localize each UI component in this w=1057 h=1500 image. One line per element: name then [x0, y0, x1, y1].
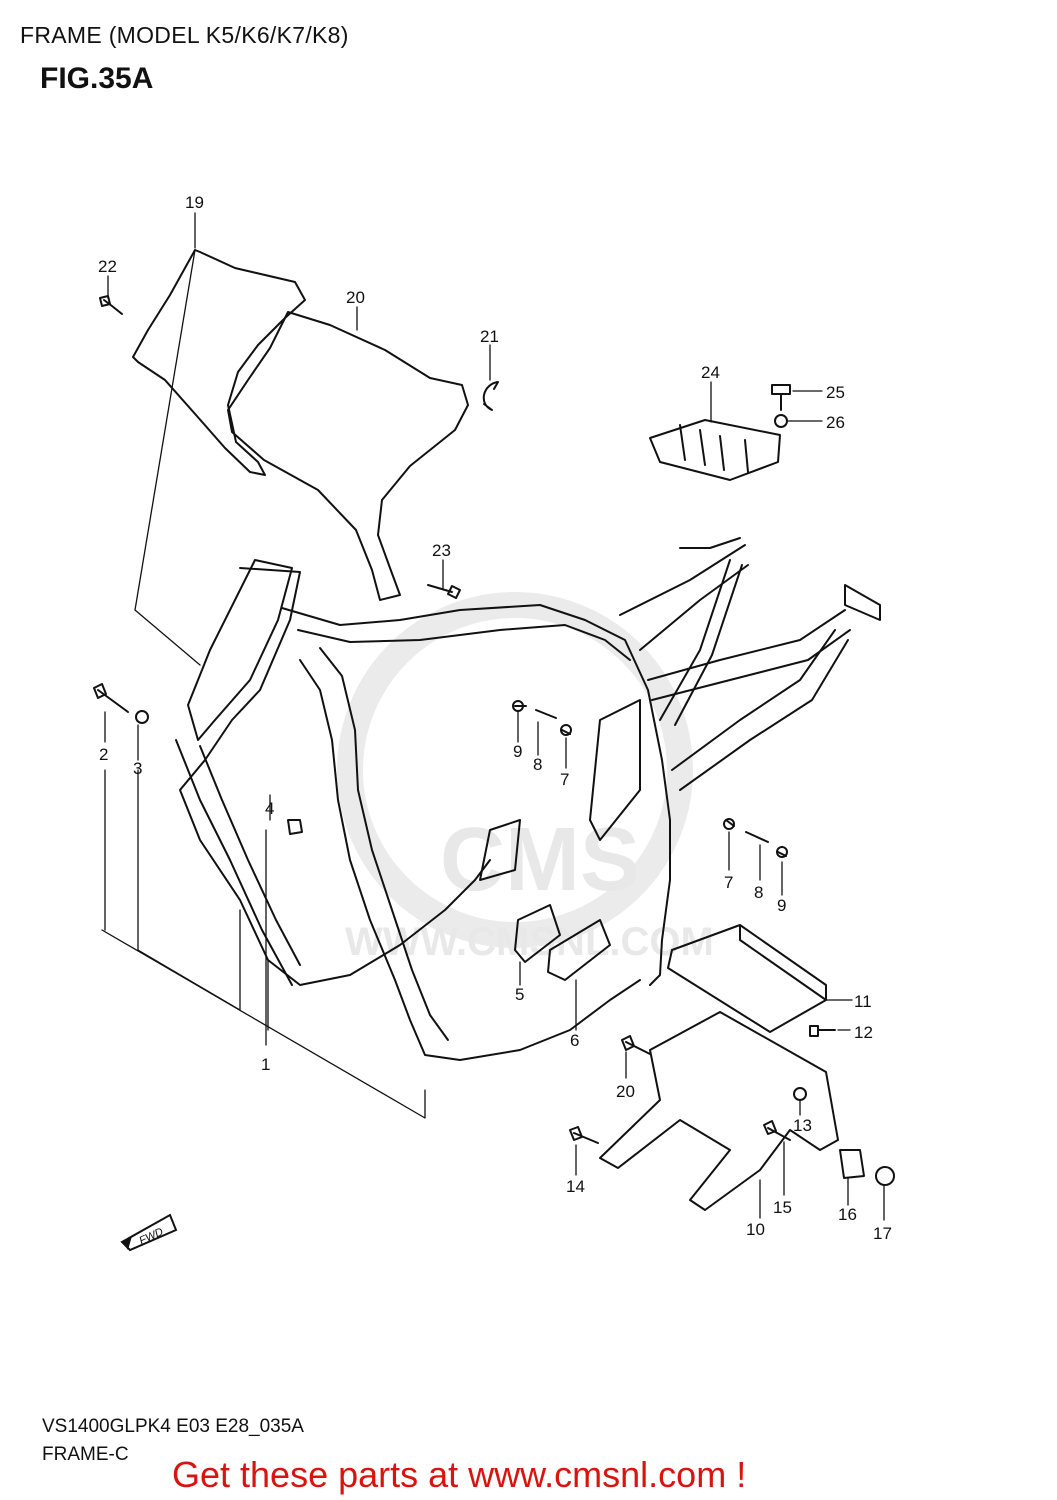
callout-18: 17	[873, 1224, 892, 1243]
bolt-22	[99, 295, 123, 315]
watermark-logo: CMS	[440, 810, 640, 910]
screw-25	[771, 384, 791, 411]
callout-4: 4	[265, 799, 274, 818]
cover-20	[227, 311, 469, 601]
washer-26	[774, 414, 788, 428]
callout-5: 5	[515, 985, 524, 1004]
callout-24: 24	[701, 363, 720, 382]
page-title: FRAME (MODEL K5/K6/K7/K8)	[20, 22, 349, 48]
callout-15: 15	[773, 1198, 792, 1217]
gusset-6	[547, 919, 611, 981]
callout-9b: 9	[777, 896, 786, 915]
callout-22: 22	[98, 257, 117, 276]
callout-13: 13	[793, 1116, 812, 1135]
callout-20: 20	[346, 288, 365, 307]
side-cover-19	[132, 249, 306, 476]
callout-6: 6	[570, 1031, 579, 1050]
callouts: 19 22 20 21 24 25 26 23 2 3 4 9 8 7 7 8 …	[98, 193, 892, 1243]
callout-11: 11	[854, 992, 872, 1011]
bolts-2-3	[93, 683, 129, 713]
callout-17: 16	[838, 1205, 857, 1224]
callout-21: 21	[480, 327, 499, 346]
callout-12: 12	[854, 1023, 873, 1042]
callout-9a: 9	[513, 742, 522, 761]
fwd-label: FWD	[137, 1226, 165, 1247]
callout-3: 3	[133, 759, 142, 778]
bolt-15	[763, 1120, 791, 1141]
callout-23: 23	[432, 541, 451, 560]
callout-7b: 7	[724, 873, 733, 892]
callout-7a: 7	[560, 770, 569, 789]
bracket-10	[599, 1011, 839, 1211]
collar-18	[875, 1166, 895, 1186]
nut-13	[793, 1087, 807, 1101]
callout-2: 2	[99, 745, 108, 764]
callout-19: 19	[185, 193, 204, 212]
grommet-17	[839, 1149, 865, 1179]
callout-25: 25	[826, 383, 845, 402]
clip-21	[482, 381, 499, 411]
bolt-16	[621, 1035, 651, 1055]
bracket-24	[649, 419, 781, 481]
nut-4	[287, 819, 303, 835]
bolt-14	[569, 1126, 599, 1144]
promo-link[interactable]: Get these parts at www.cmsnl.com !	[172, 1454, 747, 1495]
gusset-5	[514, 904, 561, 963]
frame-1-main	[179, 567, 491, 986]
callout-16: 20	[616, 1082, 635, 1101]
callout-10: 10	[746, 1220, 765, 1239]
callout-8a: 8	[533, 755, 542, 774]
bolt-12	[809, 1025, 836, 1037]
callout-14: 14	[566, 1177, 585, 1196]
figure-number: FIG.35A	[40, 62, 154, 95]
watermark: CMS WWW.CMSNL.COM	[337, 592, 714, 964]
watermark-url: WWW.CMSNL.COM	[345, 920, 714, 964]
callout-1: 1	[261, 1055, 270, 1074]
fwd-arrow-icon: FWD	[120, 1213, 178, 1252]
bolt-23	[427, 584, 461, 599]
section-label: FRAME-C	[42, 1444, 129, 1465]
callout-26: 26	[826, 413, 845, 432]
callout-8b: 8	[754, 883, 763, 902]
diagram-code: VS1400GLPK4 E03 E28_035A	[42, 1416, 304, 1437]
